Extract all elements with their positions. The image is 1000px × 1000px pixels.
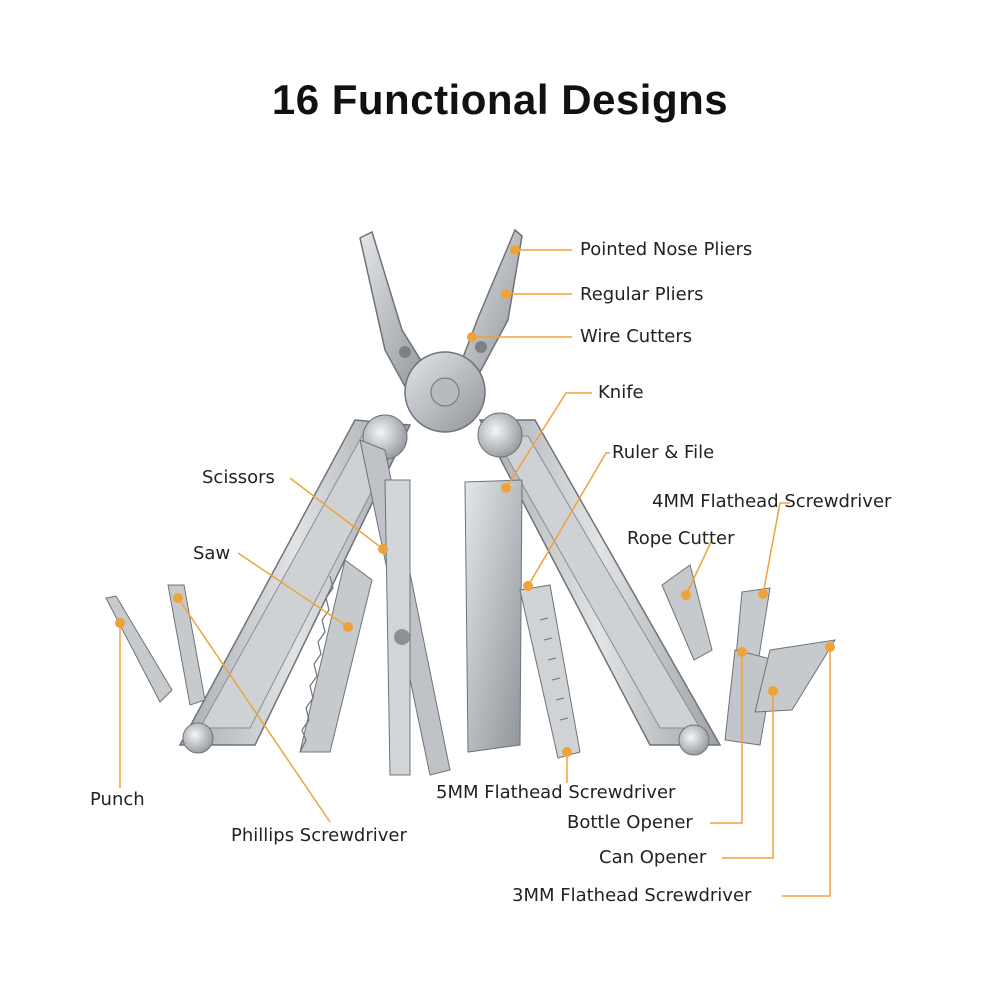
pliers-head: [359, 228, 523, 433]
page-title: 16 Functional Designs: [271, 76, 729, 123]
label-phillips-screwdriver: Phillips Screwdriver: [231, 825, 407, 846]
knife-blade: [464, 479, 523, 753]
label-scissors: Scissors: [202, 467, 275, 488]
label-flathead-5mm: 5MM Flathead Screwdriver: [436, 782, 676, 803]
punch-tool: [105, 595, 173, 703]
label-saw: Saw: [193, 543, 231, 564]
label-wire-cutters: Wire Cutters: [580, 326, 693, 347]
label-can-opener: Can Opener: [599, 847, 707, 868]
label-rope-cutter: Rope Cutter: [627, 528, 735, 549]
can-opener-tool: [724, 649, 776, 746]
ruler-file: [519, 584, 581, 759]
scissors-tool: [359, 439, 451, 776]
label-flathead-4mm: 4MM Flathead Screwdriver: [652, 491, 892, 512]
left-handle: [178, 414, 412, 754]
label-regular-pliers: Regular Pliers: [580, 284, 704, 305]
label-flathead-3mm: 3MM Flathead Screwdriver: [512, 885, 752, 906]
callout-dots: [115, 245, 835, 757]
right-handle: [477, 412, 722, 756]
rope-cutter-tool: [661, 564, 713, 661]
saw-blade: [299, 559, 373, 753]
flathead-3mm-tool: [754, 639, 836, 713]
label-knife: Knife: [598, 382, 644, 403]
phillips-tool: [167, 584, 206, 706]
label-punch: Punch: [90, 789, 145, 810]
leader-lines: [119, 249, 831, 897]
label-ruler-file: Ruler & File: [612, 442, 715, 463]
label-bottle-opener: Bottle Opener: [567, 812, 693, 833]
label-pointed-nose-pliers: Pointed Nose Pliers: [580, 239, 753, 260]
